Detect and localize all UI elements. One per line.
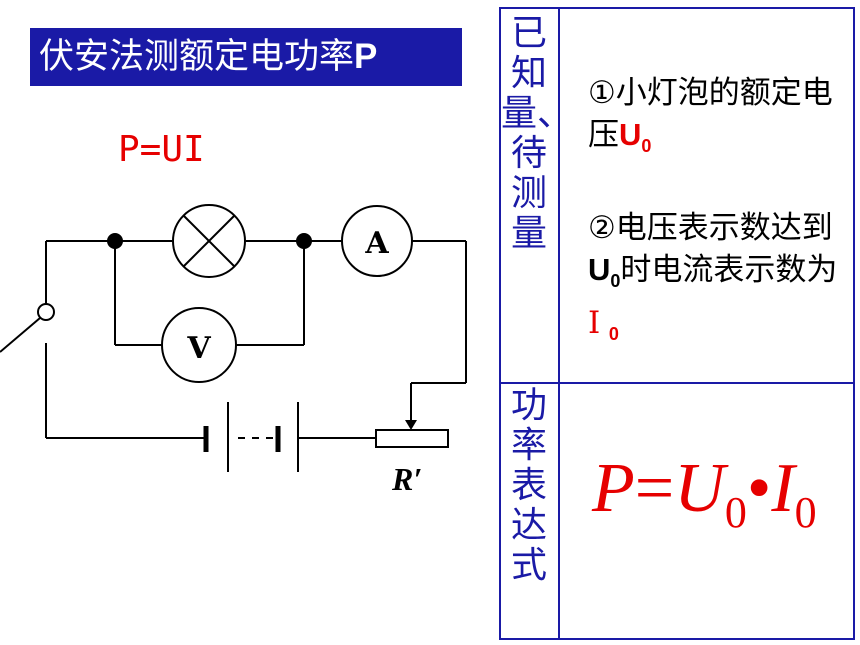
voltmeter-label: V <box>186 331 211 366</box>
ammeter-label: A <box>364 226 389 261</box>
voltmeter <box>161 307 237 383</box>
switch-contact <box>37 303 55 321</box>
known-item-2: ②电压表示数达到U0时电流表示数为 I 0 <box>588 210 838 345</box>
formula-simple: P=UI <box>118 129 205 170</box>
ammeter <box>341 205 413 277</box>
info-table <box>499 7 855 640</box>
rheostat-label: R′ <box>391 461 422 497</box>
known-header: 已知量、待测量 <box>501 13 574 254</box>
lamp-cross-2 <box>183 215 235 267</box>
circuit-diagram: A V R′ <box>0 204 467 497</box>
junction-right <box>296 233 312 249</box>
title-text: 伏安法测额定电功率 <box>39 37 355 77</box>
known-item-1: ①小灯泡的额定电压U0 <box>588 75 833 157</box>
rheostat <box>375 429 449 448</box>
junction-left <box>107 233 123 249</box>
table-row-divider <box>499 382 855 384</box>
switch-blade <box>0 317 41 353</box>
power-formula: P=U0•I0 <box>592 450 817 537</box>
known-items: ①小灯泡的额定电压U0 ②电压表示数达到U0时电流表示数为 I 0 <box>588 72 848 396</box>
power-header: 功率表达式 <box>510 385 547 586</box>
title-bar: 伏安法测额定电功率P <box>30 28 462 86</box>
table-column-divider <box>558 7 560 640</box>
title-symbol: P <box>354 37 378 76</box>
slider-arrow-head <box>405 420 417 430</box>
